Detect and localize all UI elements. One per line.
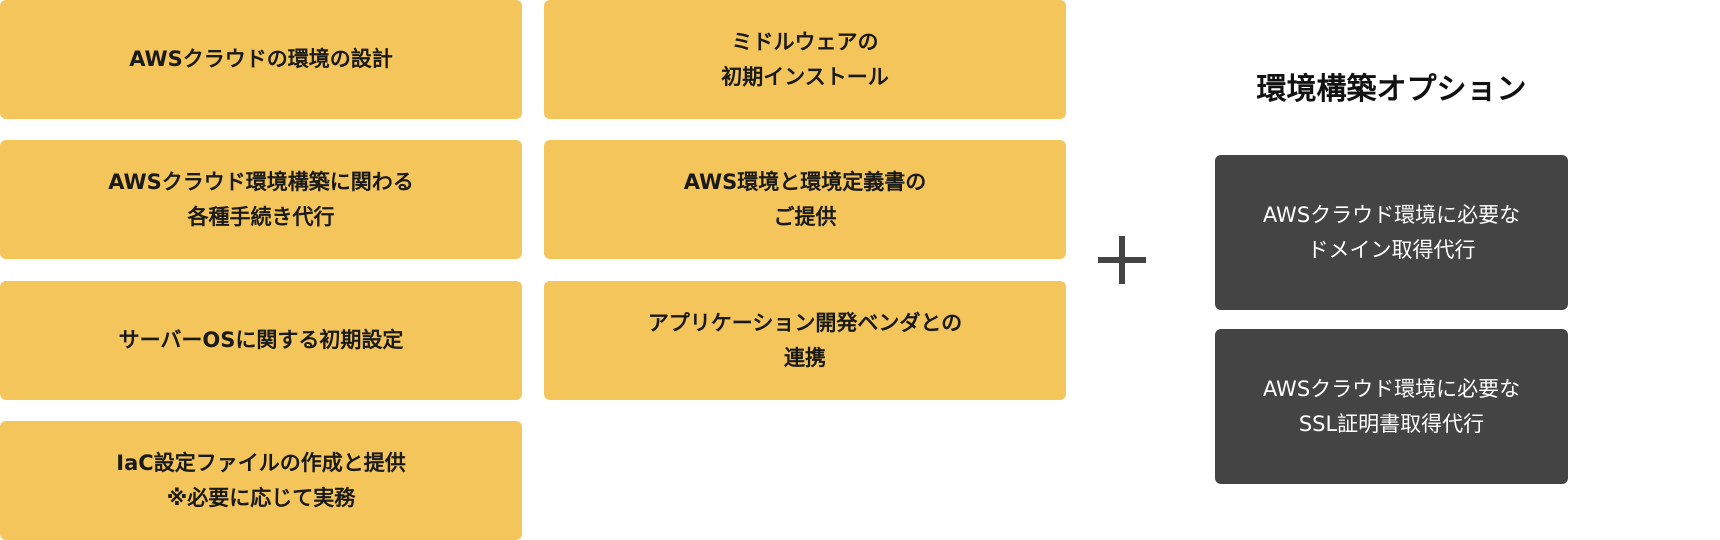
plus-icon [1098, 236, 1146, 284]
options-title: 環境構築オプション [1256, 72, 1527, 107]
option-card-ssl: AWSクラウド環境に必要な SSL証明書取得代行 [1215, 329, 1568, 484]
service-card: AWSクラウド環境構築に関わる 各種手続き代行 [0, 140, 522, 259]
service-card: AWSクラウドの環境の設計 [0, 0, 522, 119]
service-card: AWS環境と環境定義書の ご提供 [544, 140, 1066, 259]
option-card-domain: AWSクラウド環境に必要な ドメイン取得代行 [1215, 155, 1568, 310]
service-card: IaC設定ファイルの作成と提供 ※必要に応じて実務 [0, 421, 522, 540]
service-card: サーバーOSに関する初期設定 [0, 281, 522, 400]
service-card: アプリケーション開発ベンダとの 連携 [544, 281, 1066, 400]
service-card: ミドルウェアの 初期インストール [544, 0, 1066, 119]
